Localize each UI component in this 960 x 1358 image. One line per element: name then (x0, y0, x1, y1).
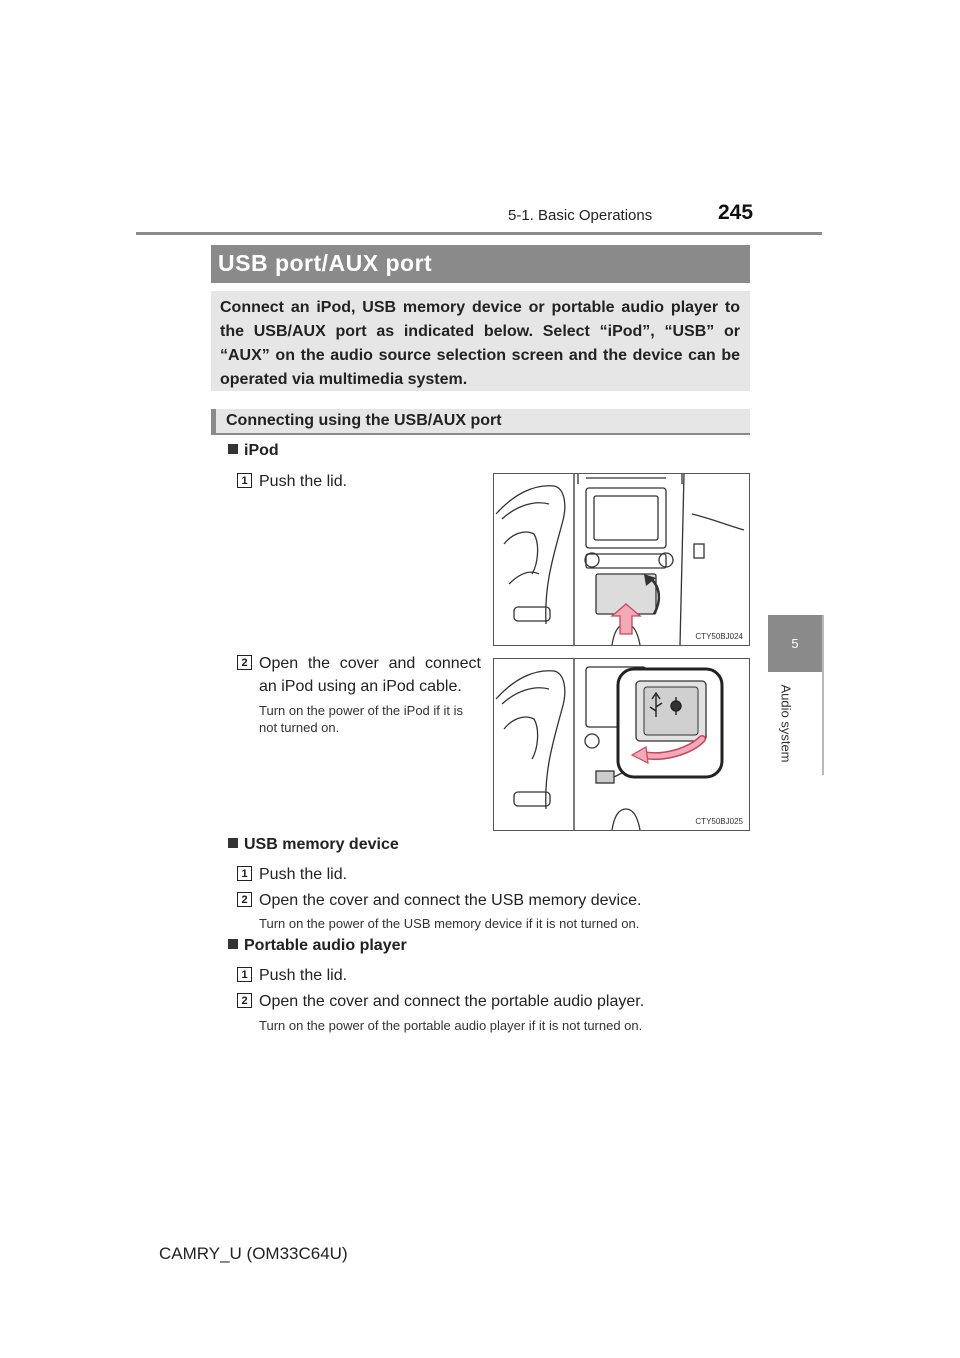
page-title-bar: USB port/AUX port (211, 245, 750, 283)
ipod-step2-text: Open the cover and connect an iPod using… (259, 655, 481, 695)
figure-code: CTY50BJ025 (695, 817, 743, 826)
portable-heading-text: Portable audio player (244, 937, 407, 954)
bullet-square-icon (228, 939, 238, 949)
usb-heading: USB memory device (228, 836, 399, 854)
usb-heading-text: USB memory device (244, 836, 399, 853)
step-number-box: 1 (237, 473, 252, 488)
step-number: 2 (241, 893, 248, 906)
portable-step2-text: Open the cover and connect the portable … (259, 993, 645, 1010)
step-number: 2 (241, 994, 248, 1007)
ipod-heading: iPod (228, 442, 279, 460)
figure-code: CTY50BJ024 (695, 632, 743, 641)
ipod-step1-text: Push the lid. (259, 473, 348, 490)
usb-step1-text: Push the lid. (259, 866, 348, 883)
step-number: 1 (241, 968, 248, 981)
step-number-box: 1 (237, 866, 252, 881)
step-number-box: 2 (237, 892, 252, 907)
bullet-square-icon (228, 838, 238, 848)
step-number: 1 (241, 474, 248, 487)
chapter-divider (822, 615, 824, 775)
bullet-square-icon (228, 444, 238, 454)
usb-step2-text: Open the cover and connect the USB memor… (259, 892, 642, 909)
step-number-box: 2 (237, 655, 252, 670)
figure-push-lid: CTY50BJ024 (493, 473, 750, 646)
chapter-title: Audio system (776, 678, 796, 774)
chapter-title-text: Audio system (778, 684, 794, 763)
subheading: Connecting using the USB/AUX port (226, 412, 502, 429)
ipod-heading-text: iPod (244, 442, 279, 459)
step-number-box: 2 (237, 993, 252, 1008)
chapter-tab: 5 (768, 615, 822, 672)
page-title: USB port/AUX port (218, 250, 433, 276)
page-number: 245 (718, 201, 754, 224)
intro-box: Connect an iPod, USB memory device or po… (211, 291, 750, 391)
header-divider (136, 232, 822, 235)
subheading-bar: Connecting using the USB/AUX port (211, 409, 750, 433)
usb-note: Turn on the power of the USB memory devi… (259, 916, 640, 931)
ipod-note: Turn on the power of the iPod if it is n… (259, 703, 464, 735)
footer-model: CAMRY_U (OM33C64U) (159, 1244, 348, 1263)
step-number-box: 1 (237, 967, 252, 982)
dashboard-illustration (495, 474, 745, 645)
step-number: 1 (241, 867, 248, 880)
figure-connect-ipod: CTY50BJ025 (493, 658, 750, 831)
subheading-rule (211, 433, 750, 435)
portable-heading: Portable audio player (228, 937, 407, 955)
intro-text: Connect an iPod, USB memory device or po… (220, 299, 740, 388)
section-label: 5-1. Basic Operations (508, 207, 653, 224)
usb-port-illustration (495, 659, 724, 830)
step-number: 2 (241, 656, 248, 669)
portable-note: Turn on the power of the portable audio … (259, 1018, 643, 1033)
portable-step1-text: Push the lid. (259, 967, 348, 984)
chapter-number: 5 (791, 636, 799, 651)
